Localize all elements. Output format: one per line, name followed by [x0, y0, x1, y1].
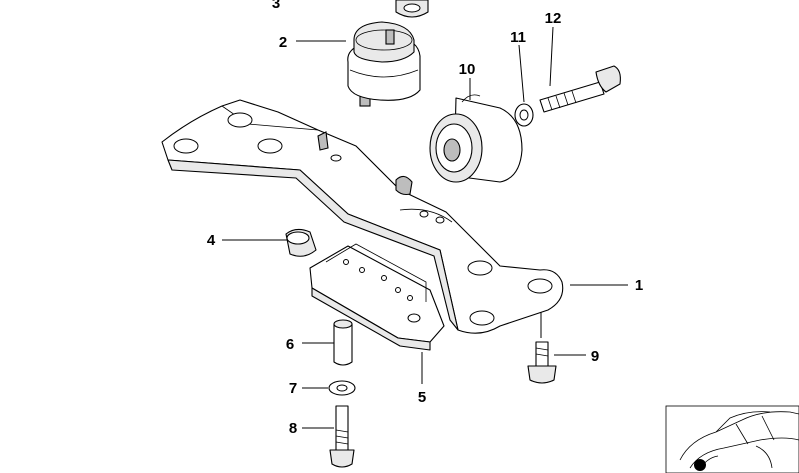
- part-3-nut: [395, 0, 429, 18]
- callout-1: 1: [635, 277, 643, 294]
- part-5-bracket: [309, 243, 445, 351]
- part-2-mount: [347, 21, 421, 107]
- part-11-washer: [514, 103, 534, 127]
- callout-2: 2: [279, 34, 287, 51]
- location-marker-icon: [694, 459, 706, 471]
- callout-8: 8: [289, 420, 297, 437]
- car-locator-thumbnail: [665, 405, 799, 473]
- callout-6: 6: [286, 336, 294, 353]
- part-4-rubber-stop: [285, 228, 317, 257]
- part-1-crossmember: [161, 99, 564, 334]
- part-10-bushing: [429, 94, 523, 183]
- callout-11: 11: [510, 29, 526, 46]
- part-8-bolt: [329, 405, 355, 468]
- part-9-bolt: [527, 341, 557, 384]
- callout-12: 12: [545, 10, 562, 27]
- callout-7: 7: [289, 380, 297, 397]
- leader-lines: [222, 26, 628, 429]
- part-12-bolt: [539, 65, 621, 113]
- callout-4: 4: [207, 232, 216, 249]
- part-6-sleeve: [333, 319, 353, 366]
- part-7-washer: [328, 380, 356, 396]
- callout-3: 3: [272, 0, 280, 12]
- callouts: 3 2 10 11 12 4 1 9 6 7 8 5: [207, 0, 643, 437]
- callout-9: 9: [591, 348, 599, 365]
- callout-5: 5: [418, 389, 426, 406]
- callout-10: 10: [459, 61, 476, 78]
